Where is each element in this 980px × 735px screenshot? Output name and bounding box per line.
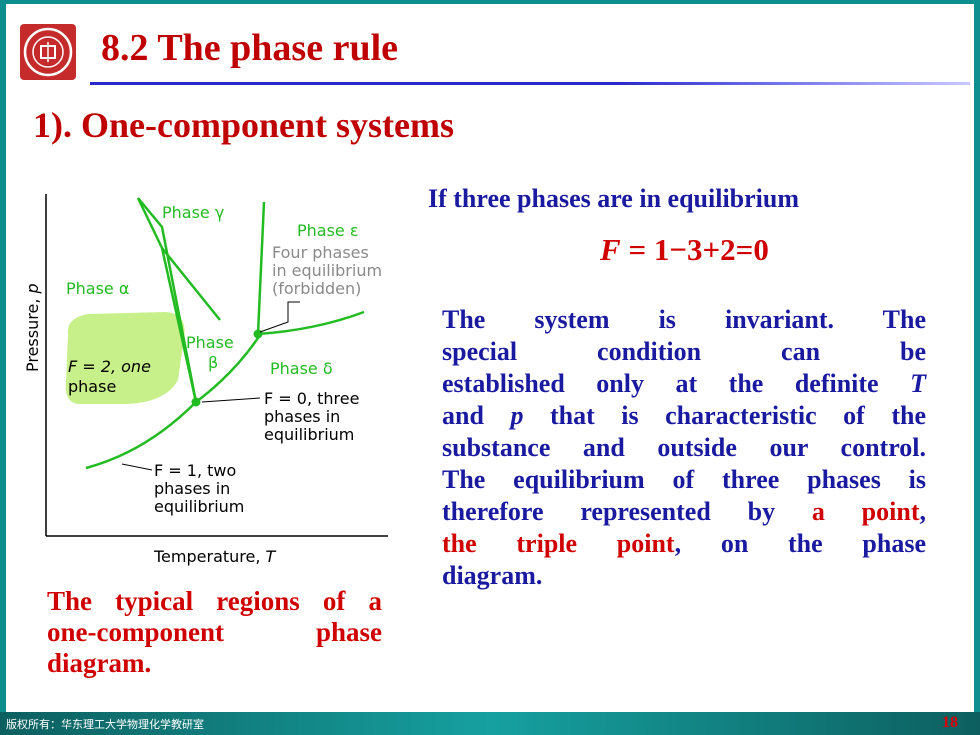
frame-left [0,0,6,735]
boundary-beta-delta [195,331,264,403]
frame-right [974,0,980,735]
slide-nav-tab-right[interactable] [970,370,980,410]
label-phase-epsilon: Phase ε [297,221,359,240]
boundary-alpha-delta-low [85,401,197,470]
leader-four-phases [259,301,300,333]
label-phase-beta-2: β [208,353,218,372]
boundary-alpha-beta [160,247,198,403]
footer-bar: 版权所有：华东理工大学物理化学教研室 18 [0,712,980,735]
triple-point-low [191,397,201,407]
boundary-alpha-gamma [137,197,198,403]
section-heading: 1). One-component systems [33,105,454,145]
page-number: 18 [942,714,958,731]
label-four-phases-3: (forbidden) [272,279,361,298]
highlight-a-point: a point [811,497,920,526]
frame-top [0,0,980,4]
triple-point-high [253,329,263,339]
label-f2-2: phase [68,377,116,396]
y-axis-label: Pressure, p [23,283,42,372]
caption-line-3: diagram. [47,648,152,678]
phase-rule-formula: F = 1−3+2=0 [600,232,769,268]
paragraph-line-2: special condition can be [442,337,926,366]
slide-nav-tab-left[interactable] [0,370,10,410]
slide: 8.2 The phase rule 1). One-component sys… [6,4,974,710]
label-f2-1: F = 2, one [68,357,151,376]
boundary-gamma-epsilon [256,201,266,335]
explanation-paragraph: The system is invariant. The special con… [442,304,926,592]
paragraph-line-3: established only at the definite T [442,369,926,398]
paragraph-line-7: therefore represented by a point, [442,497,926,526]
paragraph-line-4: and p that is characteristic of the [442,401,926,430]
leader-f0 [201,397,261,403]
boundary-beta-gamma [136,197,164,249]
label-four-phases-1: Four phases [272,243,369,262]
label-phase-alpha: Phase α [66,279,129,298]
caption-line-2: one-component phase [47,617,382,647]
caption-line-1: The typical regions of a [47,586,382,616]
boundary-epsilon-delta [257,310,365,336]
paragraph-line-1: The system is invariant. The [442,305,926,334]
variable-T: T [910,369,926,398]
label-four-phases-2: in equilibrium [272,261,382,280]
paragraph-line-8: the triple point, on the phase [442,529,927,558]
paragraph-line-5: substance and outside our control. [442,433,926,462]
label-f1-1: F = 1, two [154,461,236,480]
leader-f1 [121,463,153,471]
slide-title: 8.2 The phase rule [101,27,399,69]
copyright-notice: 版权所有：华东理工大学物理化学教研室 [6,718,204,731]
label-phase-gamma: Phase γ [162,203,224,222]
diagram-caption: The typical regions of a one-component p… [47,586,382,679]
boundary-gamma-beta-line [161,247,221,321]
x-axis-label: Temperature, T [153,547,277,566]
one-phase-region-highlight [65,312,185,404]
formula-variable: F [600,232,621,267]
title-underline [90,82,970,85]
university-seal-icon [20,24,76,80]
label-f1-3: equilibrium [154,497,244,516]
condition-statement: If three phases are in equilibrium [428,184,800,213]
paragraph-line-6: The equilibrium of three phases is [442,465,926,494]
label-f0-2: phases in [264,407,340,426]
label-phase-delta: Phase δ [270,359,333,378]
variable-p: p [510,401,524,430]
label-f0-1: F = 0, three [264,389,359,408]
paragraph-line-9: diagram. [442,561,543,590]
label-f1-2: phases in [154,479,230,498]
phase-diagram: Phase γ Phase ε Four phases in equilibri… [23,194,388,566]
label-f0-3: equilibrium [264,425,354,444]
formula-expression: = 1−3+2=0 [620,232,769,267]
highlight-triple-point: the triple point [442,529,675,558]
label-phase-beta-1: Phase [186,333,234,352]
